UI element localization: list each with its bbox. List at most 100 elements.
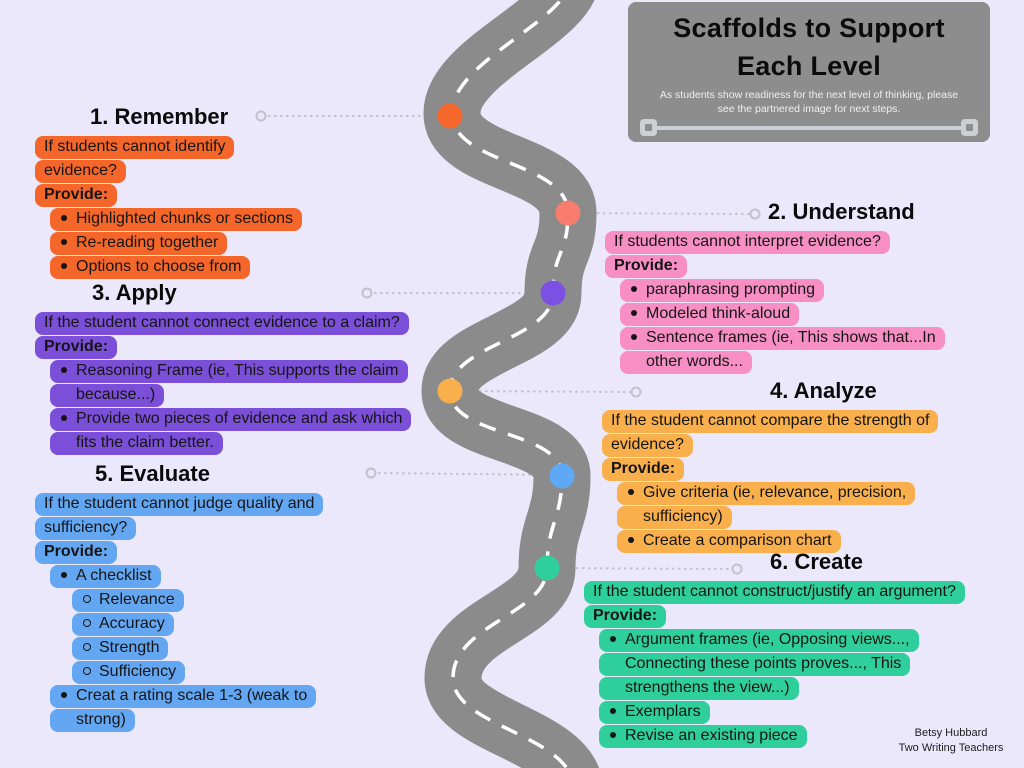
connector-ring-create [731, 563, 743, 575]
section-evaluate: 5. Evaluate If the student cannot judge … [35, 461, 324, 733]
bullet-dot-icon [628, 488, 634, 495]
section-create: 6. Create If the student cannot construc… [584, 549, 965, 749]
text-line: Revise an existing piece [599, 725, 965, 749]
text-line: sufficiency? [35, 517, 323, 541]
bullet-circle-icon [83, 666, 91, 675]
text-line: Provide: [35, 336, 411, 360]
section-title-create: 6. Create [770, 549, 863, 574]
credit-author: Betsy Hubbard [914, 727, 988, 739]
section-title-remember: 1. Remember [90, 104, 229, 129]
text-line: strengthens the view...) [599, 677, 965, 701]
road-marker-analyze [437, 378, 463, 404]
text-line: If students cannot identify [35, 136, 302, 160]
slider-handle-left[interactable] [640, 119, 657, 136]
bullet-dot-icon [610, 635, 616, 642]
page-title-line1: Scaffolds to Support [673, 13, 945, 43]
header-subtitle-line1: As students show readiness for the next … [659, 89, 959, 101]
page-title: Scaffolds to Support Each Level [628, 9, 990, 85]
bullet-dot-icon [610, 731, 616, 738]
text-line: Highlighted chunks or sections [50, 208, 303, 232]
section-body-understand: If students cannot interpret evidence?Pr… [605, 231, 945, 375]
bullet-dot-icon [61, 238, 67, 245]
text-line: Sentence frames (ie, This shows that...I… [620, 327, 945, 351]
road-marker-evaluate [549, 463, 575, 489]
page-title-line2: Each Level [736, 51, 882, 81]
bullet-dot-icon [610, 707, 616, 714]
bullet-circle-icon [83, 618, 91, 627]
section-body-apply: If the student cannot connect evidence t… [35, 312, 412, 456]
connector-analyze [448, 389, 636, 394]
slider-handle-inner [645, 124, 652, 131]
section-title-understand: 2. Understand [768, 199, 915, 224]
text-line: strong) [50, 709, 323, 733]
section-title-apply: 3. Apply [92, 280, 177, 305]
bullet-dot-icon [61, 262, 67, 269]
slider-handle-inner [966, 124, 973, 131]
text-line: Provide: [584, 605, 965, 629]
credit: Betsy Hubbard Two Writing Teachers [893, 726, 1009, 756]
text-line: Strength [72, 637, 323, 661]
text-line: Argument frames (ie, Opposing views..., [599, 629, 965, 653]
header-subtitle-line2: see the partnered image for next steps. [717, 103, 901, 115]
section-apply: 3. Apply If the student cannot connect e… [35, 280, 412, 456]
bullet-dot-icon [631, 309, 637, 316]
text-line: Provide: [605, 255, 945, 279]
text-line: sufficiency) [617, 506, 938, 530]
text-line: If the student cannot compare the streng… [602, 410, 939, 434]
connector-ring-apply [361, 287, 373, 299]
connector-lines [261, 114, 755, 571]
bullet-dot-icon [61, 214, 67, 221]
text-line: If students cannot interpret evidence? [605, 231, 945, 255]
connector-ring-evaluate [365, 467, 377, 479]
bullet-dot-icon [631, 333, 637, 340]
road-marker-apply [540, 280, 566, 306]
section-title-evaluate: 5. Evaluate [95, 461, 210, 486]
road-marker-understand [555, 200, 581, 226]
text-line: Create a comparison chart [617, 530, 938, 554]
bullet-dot-icon [628, 536, 634, 543]
connector-understand [566, 211, 755, 216]
slider-track[interactable] [648, 126, 970, 130]
progress-slider[interactable] [640, 119, 978, 137]
section-title-analyze: 4. Analyze [770, 378, 877, 403]
connector-evaluate [371, 471, 564, 477]
bullet-dot-icon [61, 571, 67, 578]
bullet-circle-icon [83, 642, 91, 651]
text-line: paraphrasing prompting [620, 279, 945, 303]
text-line: Options to choose from [50, 256, 302, 280]
connector-create [545, 566, 737, 571]
text-line: Reasoning Frame (ie, This supports the c… [50, 360, 411, 384]
connector-ring-analyze [630, 386, 642, 398]
text-line: Provide two pieces of evidence and ask w… [50, 408, 412, 432]
text-line: fits the claim better. [50, 432, 411, 456]
slider-handle-right[interactable] [961, 119, 978, 136]
text-line: If the student cannot judge quality and [35, 493, 324, 517]
text-line: evidence? [602, 434, 938, 458]
text-line: because...) [50, 384, 411, 408]
text-line: Provide: [35, 541, 323, 565]
bullet-dot-icon [61, 414, 67, 421]
text-line: other words... [620, 351, 945, 375]
text-line: Provide: [602, 458, 938, 482]
header-panel: Scaffolds to Support Each Level As stude… [628, 2, 990, 142]
text-line: Sufficiency [72, 661, 323, 685]
text-line: If the student cannot connect evidence t… [35, 312, 411, 336]
header-subtitle: As students show readiness for the next … [628, 88, 990, 116]
connector-end-rings [255, 110, 761, 575]
text-line: Exemplars [599, 701, 965, 725]
text-line: Modeled think-aloud [620, 303, 945, 327]
text-line: A checklist [50, 565, 323, 589]
text-line: Re-reading together [50, 232, 302, 256]
text-line: Provide: [35, 184, 302, 208]
text-line: Accuracy [72, 613, 323, 637]
bullet-dot-icon [631, 285, 637, 292]
road-marker-remember [437, 103, 463, 129]
text-line: If the student cannot construct/justify … [584, 581, 965, 605]
road-path [421, 0, 599, 768]
text-line: Creat a rating scale 1-3 (weak to [50, 685, 323, 709]
bullet-circle-icon [83, 594, 91, 603]
road-marker-create [534, 555, 560, 581]
